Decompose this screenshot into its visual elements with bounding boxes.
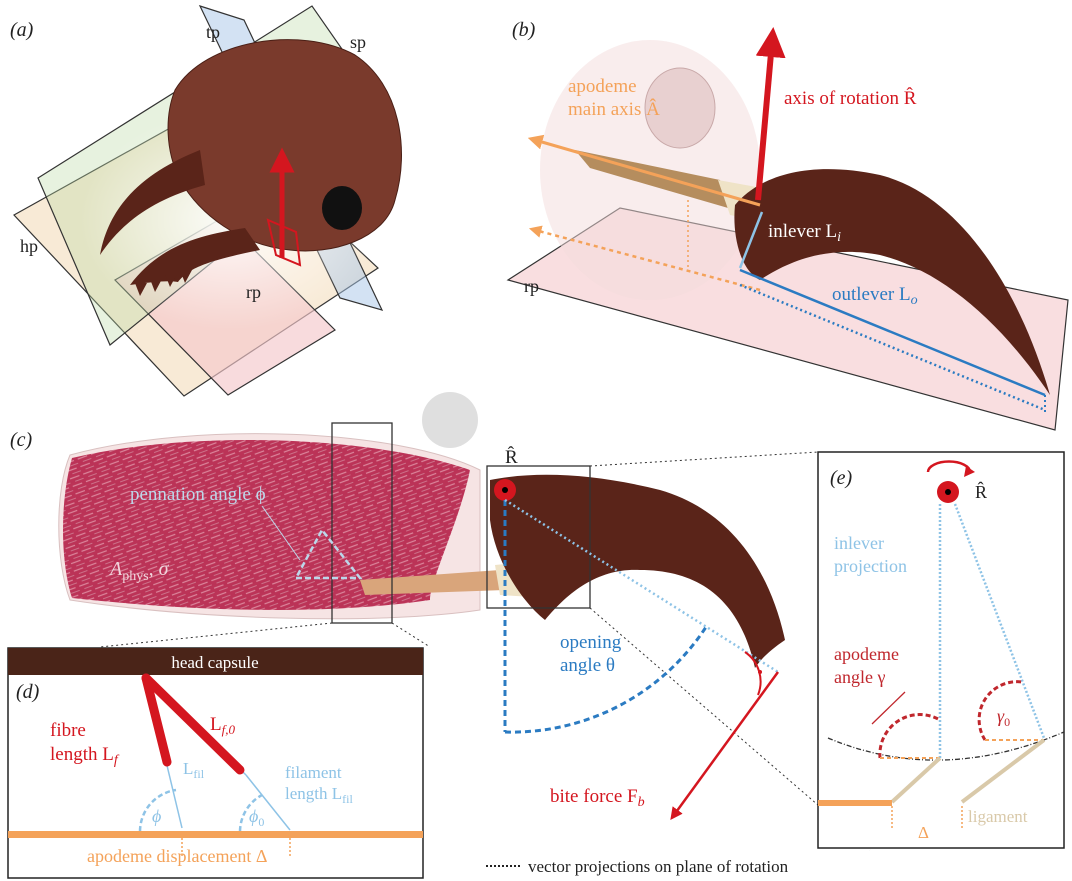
inlever-proj-label-1: inlever [834,533,884,553]
fibre-label-1: fibre [50,720,86,741]
ant-eye [322,186,362,230]
apodeme-angle-label-1: apodeme [834,644,899,664]
panel-a: (a) tp sp hp rp [10,6,402,396]
axis-rotation-label: axis of rotation R̂ [784,87,917,109]
rotation-axis-b [758,42,772,200]
apodeme-axis-label-2: main axis Â [568,98,660,120]
apodeme-bar [8,831,423,838]
r-hat-label-e: R̂ [975,481,987,502]
mandible-c [490,475,785,668]
fibre-label-2: length Lf [50,744,120,768]
eye-c [422,392,478,448]
head-capsule-label: head capsule [171,653,258,672]
opening-label-2: angle θ [560,655,615,676]
outlever-label: outlever Lo [832,284,918,308]
pennation-label: pennation angle ϕ [130,484,266,505]
panel-a-label: (a) [10,19,34,41]
legend: vector projections on plane of rotation [486,857,789,876]
filament-label-1: filament [285,763,342,782]
zoom-connector-d1 [100,623,332,647]
panel-b: (b) axis of rotation R̂ apodeme main axi… [508,19,1068,430]
inlever-label: inlever Li [768,221,841,245]
plane-label-tp: tp [206,22,220,42]
plane-label-rp: rp [246,282,261,302]
apodeme-disp-label: apodeme displacement Δ [87,846,268,866]
panel-d: head capsule (d) fibre length Lf Lf,0 Lf… [8,648,423,878]
panel-c-label: (c) [10,429,33,451]
panel-e: (e) R̂ inlever projection apodeme angle … [818,452,1064,848]
panel-d-label: (d) [16,681,40,703]
plane-label-sp: sp [350,32,366,52]
rotation-point-dot-c [502,487,508,493]
ligament-label: ligament [968,807,1028,826]
delta-label: Δ [918,823,929,842]
right-angle-dot [758,670,762,674]
plane-label-hp: hp [20,236,38,256]
panel-b-label: (b) [512,19,536,41]
plane-label-rp-b: rp [524,276,539,296]
legend-label: vector projections on plane of rotation [528,857,789,876]
opening-label-1: opening [560,632,622,653]
zoom-connector-e1 [590,452,818,466]
rotation-point-dot-e [945,489,951,495]
r-hat-label-c: R̂ [505,446,518,468]
panel-e-label: (e) [830,467,853,489]
apodeme-bar-e [818,800,892,806]
apodeme-angle-label-2: angle γ [834,667,885,687]
bite-force-label: bite force Fb [550,786,645,810]
inlever-proj-label-2: projection [834,556,907,576]
zoom-connector-d2 [392,623,430,647]
phi-label: ϕ [152,806,161,826]
apodeme-axis-label-1: apodeme [568,76,637,97]
